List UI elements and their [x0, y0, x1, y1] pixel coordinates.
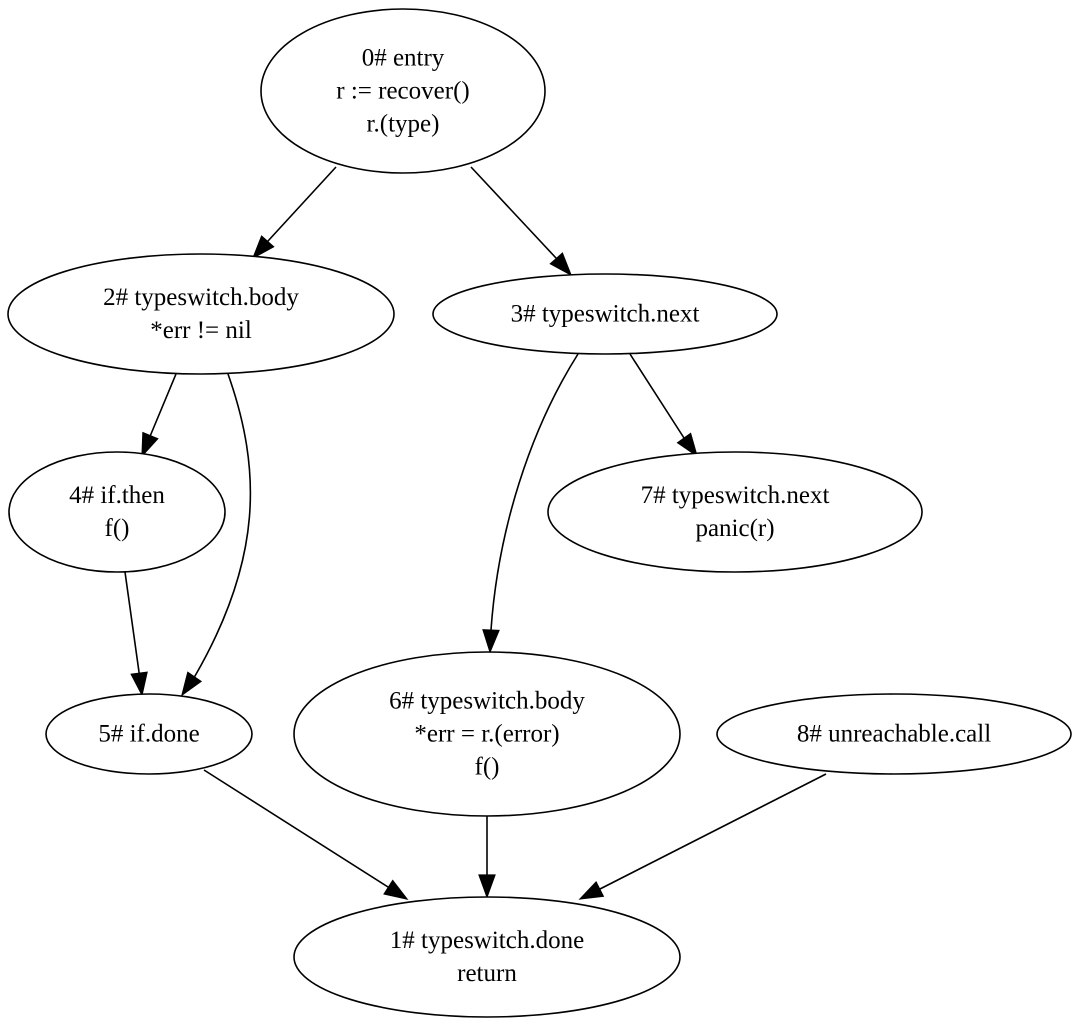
- node-n2: 2# typeswitch.body *err != nil: [7, 253, 395, 375]
- graph-nodes: 0# entry r := recover() r.(type) 2# typeswi…: [7, 8, 1072, 1018]
- edge-n0-to-n2: [251, 166, 337, 260]
- edge-n2-to-n4: [141, 373, 177, 458]
- node-ellipse: [293, 896, 681, 1018]
- node-ellipse: [432, 273, 778, 355]
- node-n4: 4# if.then f(): [8, 451, 226, 573]
- edge-n3-to-n7: [629, 353, 699, 458]
- node-title: 1# typeswitch.done: [390, 927, 584, 954]
- node-statement: f(): [475, 754, 500, 781]
- node-title: 2# typeswitch.body: [103, 284, 299, 311]
- graph-edges: [124, 166, 827, 900]
- node-n6: 6# typeswitch.body *err = r.(error) f(): [293, 651, 681, 817]
- arrowhead-icon: [578, 880, 605, 900]
- node-statement: panic(r): [695, 515, 774, 542]
- arrowhead-icon: [549, 252, 573, 277]
- edge-n6-to-n1: [478, 816, 496, 899]
- node-title: 8# unreachable.call: [797, 721, 991, 748]
- node-n7: 7# typeswitch.next panic(r): [547, 451, 923, 573]
- node-n8: 8# unreachable.call: [716, 693, 1072, 775]
- node-statement: r := recover(): [336, 78, 469, 105]
- arrowhead-icon: [251, 235, 275, 260]
- node-title: 6# typeswitch.body: [389, 688, 585, 715]
- arrowhead-icon: [478, 874, 496, 899]
- arrowhead-icon: [181, 671, 203, 697]
- edge-n0-to-n3: [470, 166, 573, 277]
- arrowhead-icon: [383, 879, 409, 900]
- edge-line: [629, 353, 685, 439]
- edge-line: [470, 166, 558, 259]
- edge-line: [193, 373, 252, 678]
- node-n5: 5# if.done: [45, 693, 253, 775]
- node-n1: 1# typeswitch.done return: [293, 896, 681, 1018]
- arrowhead-icon: [141, 431, 159, 458]
- node-statement: f(): [105, 515, 130, 542]
- arrowhead-icon: [130, 671, 148, 697]
- node-ellipse: [293, 651, 681, 817]
- arrowhead-icon: [482, 629, 500, 654]
- edge-n2-to-n5: [181, 373, 252, 697]
- node-title: 4# if.then: [69, 482, 165, 509]
- node-n3: 3# typeswitch.next: [432, 273, 778, 355]
- node-statement: *err = r.(error): [414, 721, 559, 748]
- edge-line: [266, 166, 337, 242]
- edge-line: [599, 773, 827, 890]
- edge-line: [490, 353, 579, 631]
- node-title: 5# if.done: [98, 721, 199, 748]
- node-ellipse: [716, 693, 1072, 775]
- edge-line: [124, 571, 140, 674]
- edge-n8-to-n1: [578, 773, 827, 900]
- node-ellipse: [45, 693, 253, 775]
- node-title: 3# typeswitch.next: [511, 301, 700, 328]
- node-title: 0# entry: [362, 45, 445, 72]
- node-ellipse: [8, 451, 226, 573]
- edge-n3-to-n6: [482, 353, 579, 654]
- node-ellipse: [260, 8, 546, 174]
- node-n0: 0# entry r := recover() r.(type): [260, 8, 546, 174]
- node-statement: *err != nil: [150, 317, 252, 344]
- edge-n4-to-n5: [124, 571, 148, 697]
- arrowhead-icon: [676, 432, 699, 458]
- node-statement: r.(type): [367, 111, 440, 138]
- node-title: 7# typeswitch.next: [641, 482, 830, 509]
- edge-line: [149, 373, 177, 436]
- node-statement: return: [457, 960, 517, 987]
- node-ellipse: [7, 253, 395, 375]
- node-ellipse: [547, 451, 923, 573]
- edge-n5-to-n1: [203, 769, 409, 900]
